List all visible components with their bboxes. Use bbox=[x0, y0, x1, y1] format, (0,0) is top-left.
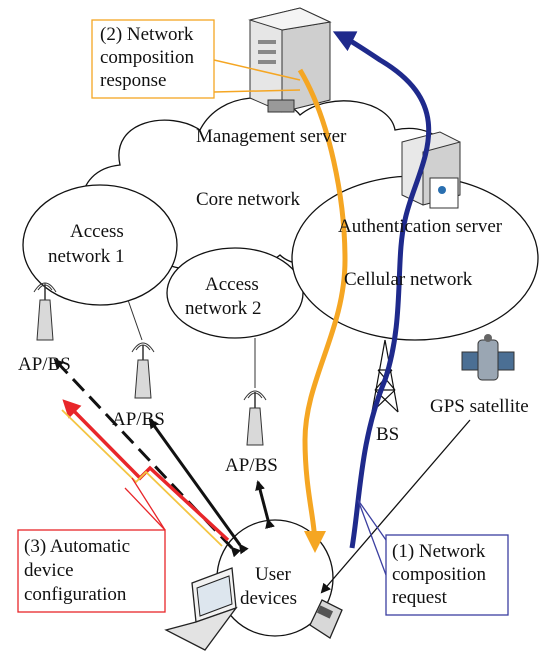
authentication-server-label: Authentication server bbox=[338, 216, 503, 237]
cellular-network-label: Cellular network bbox=[344, 269, 473, 290]
configuration-callout-line-2: device bbox=[24, 560, 74, 581]
request-callout-line-2: composition bbox=[392, 564, 486, 585]
access-network-2-line-2: network 2 bbox=[185, 298, 262, 319]
core-network-label: Core network bbox=[196, 189, 300, 210]
request-callout bbox=[385, 534, 509, 616]
phone-icon bbox=[309, 599, 343, 639]
access-network-2-line-1: Access bbox=[205, 274, 259, 295]
response-callout-line-3: response bbox=[100, 70, 166, 91]
ap-bs-label-3: AP/BS bbox=[225, 455, 278, 476]
configuration-callout-line-1: (3) Automatic bbox=[24, 536, 130, 557]
access-network-1-line-2: network 1 bbox=[48, 246, 125, 267]
laptop-icon bbox=[164, 567, 238, 651]
ap-bs-label-2: AP/BS bbox=[112, 409, 165, 430]
management-server-label: Management server bbox=[196, 126, 347, 147]
ap-bs-label-1: AP/BS bbox=[18, 354, 71, 375]
user-devices-line-1: User bbox=[255, 564, 292, 585]
configuration-callout bbox=[17, 529, 166, 613]
user-devices-line-2: devices bbox=[240, 588, 297, 609]
access-network-1-line-1: Access bbox=[70, 221, 124, 242]
response-callout-line-1: (2) Network bbox=[100, 24, 194, 45]
bs-label: BS bbox=[376, 424, 399, 445]
request-flow bbox=[332, 31, 432, 549]
access-network-1 bbox=[22, 184, 178, 306]
antenna-icon bbox=[131, 342, 155, 399]
gps-satellite-label: GPS satellite bbox=[430, 396, 529, 417]
antenna-icon bbox=[243, 390, 267, 446]
request-callout-line-3: request bbox=[392, 587, 448, 608]
response-flow bbox=[297, 68, 348, 553]
configuration-callout-line-3: configuration bbox=[24, 584, 127, 605]
request-callout-line-1: (1) Network bbox=[392, 541, 486, 562]
satellite-icon bbox=[461, 334, 515, 381]
response-callout bbox=[91, 19, 215, 99]
response-callout-line-2: composition bbox=[100, 47, 194, 68]
server-icon bbox=[248, 7, 332, 113]
